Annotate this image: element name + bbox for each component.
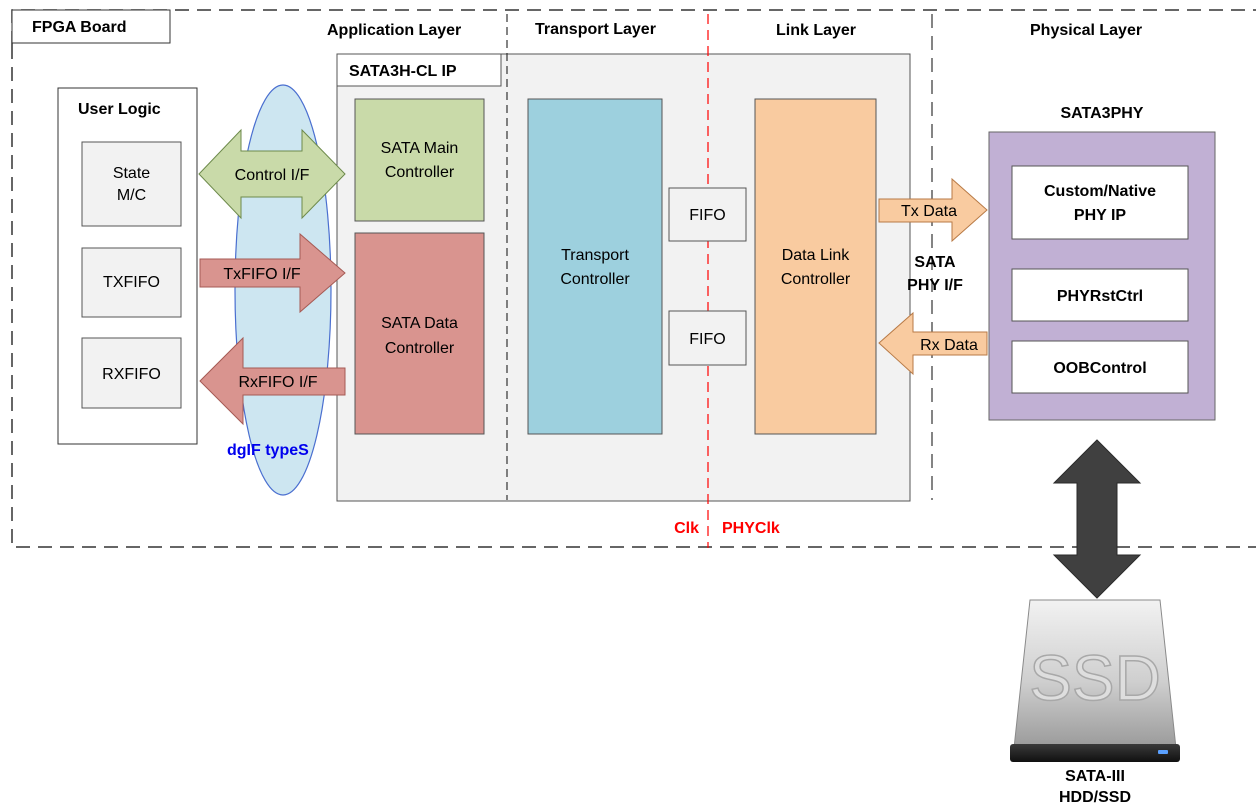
- sata-data-controller-box: [354, 232, 485, 435]
- fifo-top-box: [668, 187, 747, 242]
- sata-phy-if-line1: SATA: [914, 254, 956, 271]
- data-link-controller-line1: Data Link: [782, 247, 851, 264]
- sata-data-controller-line2: Controller: [385, 340, 455, 357]
- phy-ssd-double-arrow: [1052, 439, 1142, 599]
- physical-layer-title: Physical Layer: [1030, 22, 1142, 39]
- custom-native-phy-line1: Custom/Native: [1044, 183, 1156, 200]
- transport-layer-title: Transport Layer: [535, 21, 656, 38]
- data-link-controller-line2: Controller: [781, 271, 851, 288]
- sata-phy-if-line2: PHY I/F: [907, 277, 963, 294]
- txfifo-box: [81, 247, 182, 318]
- rxfifo-if-label: RxFIFO I/F: [238, 374, 317, 391]
- rx-data-label: Rx Data: [920, 337, 978, 354]
- ssd-label-line2: HDD/SSD: [1059, 789, 1131, 806]
- transport-controller-line2: Controller: [560, 271, 630, 288]
- txfifo-if-label: TxFIFO I/F: [223, 266, 301, 283]
- ip-core-label-box: [336, 53, 502, 87]
- custom-native-phy-box: [1011, 165, 1189, 240]
- clk-label: Clk: [674, 520, 699, 537]
- fpga-board-label-box: [11, 9, 171, 44]
- rx-data-arrow: [878, 311, 988, 376]
- custom-native-phy-line2: PHY IP: [1074, 207, 1127, 224]
- ssd-logo: SSD: [1029, 642, 1161, 714]
- transport-controller-line1: Transport: [561, 247, 629, 264]
- data-link-controller-box: [754, 98, 877, 435]
- ssd-drive-icon: [1010, 599, 1180, 762]
- application-layer-title: Application Layer: [327, 22, 461, 39]
- ip-core-label: SATA3H-CL IP: [349, 63, 457, 80]
- rxfifo-label: RXFIFO: [102, 366, 161, 383]
- sata-main-controller-line2: Controller: [385, 164, 455, 181]
- oob-control-box: [1011, 340, 1189, 394]
- txfifo-if-arrow: [199, 232, 346, 314]
- control-if-label: Control I/F: [235, 167, 310, 184]
- rxfifo-if-arrow: [199, 336, 346, 426]
- ssd-label-line1: SATA-III: [1065, 768, 1125, 785]
- state-mc-line2: M/C: [117, 187, 146, 204]
- tx-data-arrow: [878, 177, 988, 243]
- fpga-board-label: FPGA Board: [32, 19, 127, 36]
- link-layer-title: Link Layer: [776, 22, 856, 39]
- sata-data-controller-line1: SATA Data: [381, 315, 458, 332]
- state-mc-line1: State: [113, 165, 150, 182]
- user-logic-title: User Logic: [78, 101, 161, 118]
- rxfifo-box: [81, 337, 182, 409]
- control-if-arrow: [198, 128, 346, 220]
- sata-main-controller-line1: SATA Main: [381, 140, 459, 157]
- fifo-bottom-box: [668, 310, 747, 366]
- phyclk-label: PHYClk: [722, 520, 780, 537]
- state-mc-box: [81, 141, 182, 227]
- transport-controller-box: [527, 98, 663, 435]
- sata3phy-title: SATA3PHY: [1061, 105, 1144, 122]
- tx-data-label: Tx Data: [901, 203, 957, 220]
- sata-main-controller-box: [354, 98, 485, 222]
- txfifo-label: TXFIFO: [103, 274, 160, 291]
- fifo-bottom-label: FIFO: [689, 331, 725, 348]
- dgif-label: dgIF typeS: [227, 442, 309, 459]
- fifo-top-label: FIFO: [689, 207, 725, 224]
- phy-rst-ctrl-box: [1011, 268, 1189, 322]
- oob-control-label: OOBControl: [1053, 360, 1146, 377]
- phy-rst-ctrl-label: PHYRstCtrl: [1057, 288, 1143, 305]
